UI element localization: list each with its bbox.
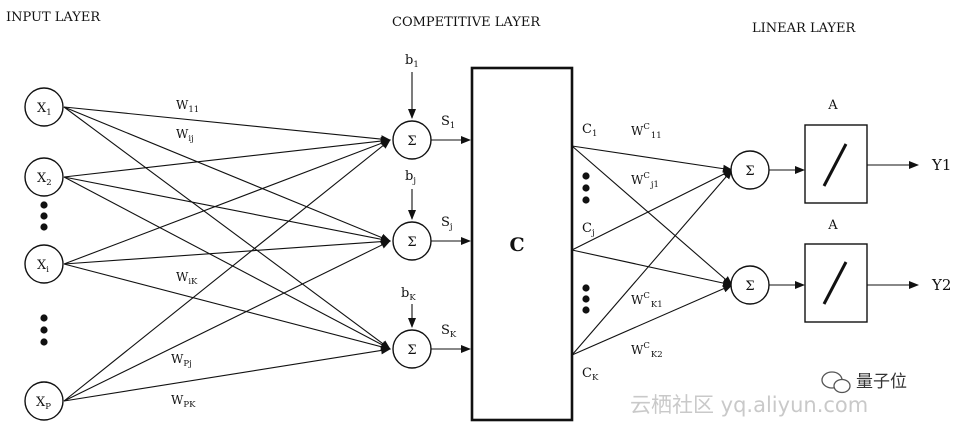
sigma-icon: Σ	[745, 279, 754, 294]
linear-activation-icon	[822, 261, 848, 305]
sigma-icon: Σ	[407, 343, 416, 358]
output-label-y1: Y1	[931, 156, 951, 174]
input-layer-header: INPUT LAYER	[6, 10, 101, 25]
weight-label-wpj: WPj	[171, 352, 192, 369]
input-node-xi: Xi	[24, 244, 64, 284]
connection-xp-s1	[63, 139, 391, 402]
bias-label-b1: b1	[405, 53, 419, 70]
connection-x2-sj	[63, 176, 391, 244]
output-ellipsis-dots	[582, 172, 590, 314]
competitive-layer-header: COMPETITIVE LAYER	[392, 15, 541, 30]
connection-ck-sum2	[571, 284, 733, 356]
activation-label: A	[827, 98, 838, 113]
weight-label-wpk: WPK	[171, 393, 196, 410]
input-node-label: Xi	[37, 258, 49, 275]
linear-layer-header: LINEAR LAYER	[752, 21, 857, 36]
connection-ck-sum1	[571, 169, 733, 356]
output-connections	[571, 145, 733, 356]
connection-x1-sk	[63, 106, 391, 350]
weight-label-wik: WiK	[176, 270, 198, 287]
competitive-output-c1: C1	[582, 122, 597, 139]
sigma-icon: Σ	[407, 235, 416, 250]
connection-cj-sum2	[571, 249, 733, 287]
competitive-sum-1: b1 Σ S1	[392, 53, 471, 160]
connection-c1-sum1	[571, 145, 733, 173]
competitive-sum-k: bK Σ SK	[392, 286, 471, 369]
sum-output-label-sj: Sj	[441, 215, 453, 232]
watermark-brand: 量子位	[856, 372, 907, 392]
competitive-block	[470, 66, 574, 422]
weight-label-wcj1: WCj1	[631, 171, 659, 190]
connection-xp-sj	[63, 240, 391, 402]
competitive-output-cj: Cj	[582, 221, 595, 238]
watermark-site: 云栖社区 yq.aliyun.com	[630, 393, 868, 417]
input-node-label: X1	[37, 101, 52, 118]
linear-unit-1: Σ A Y1	[730, 98, 951, 204]
sum-output-label-s1: S1	[441, 114, 455, 131]
linear-unit-2: Σ A Y2	[730, 218, 951, 323]
connection-xp-sk	[63, 346, 391, 402]
weight-label-wck1: WCK1	[631, 291, 663, 310]
sigma-icon: Σ	[407, 134, 416, 149]
sum-output-label-sk: SK	[441, 323, 457, 340]
competitive-block-label: C	[509, 234, 524, 256]
output-label-y2: Y2	[931, 276, 951, 294]
input-node-label: X2	[37, 171, 52, 188]
wechat-icon	[821, 371, 851, 394]
competitive-sum-j: bj Σ Sj	[392, 169, 471, 261]
input-node-xp: XP	[24, 381, 64, 421]
weight-label-wc11: WC11	[631, 122, 662, 141]
bias-label-bj: bj	[405, 169, 416, 186]
input-ellipsis-dots	[40, 201, 48, 346]
connection-x1-sj	[63, 106, 391, 242]
connection-x2-s1	[63, 137, 391, 178]
bias-label-bk: bK	[401, 286, 416, 303]
watermark: 量子位 云栖社区 yq.aliyun.com	[630, 371, 907, 417]
connection-xi-sk	[63, 263, 391, 351]
linear-activation-icon	[822, 143, 848, 187]
input-node-x1: X1	[24, 87, 64, 127]
sigma-icon: Σ	[745, 164, 754, 179]
input-node-label: XP	[36, 395, 51, 412]
connection-cj-sum1	[571, 169, 733, 251]
activation-label: A	[827, 218, 838, 233]
weight-label-wij: Wij	[176, 127, 194, 144]
connection-c1-sum2	[571, 145, 733, 286]
connection-xi-sj	[63, 237, 391, 265]
competitive-output-ck: CK	[582, 366, 599, 383]
connection-x1-s1	[63, 106, 391, 144]
weight-label-w11: W11	[176, 98, 199, 115]
connection-x2-sk	[63, 176, 391, 350]
weight-label-wck2: WCK2	[631, 341, 663, 360]
input-node-x2: X2	[24, 157, 64, 197]
connection-xi-s1	[63, 139, 391, 265]
input-connections	[63, 106, 391, 402]
